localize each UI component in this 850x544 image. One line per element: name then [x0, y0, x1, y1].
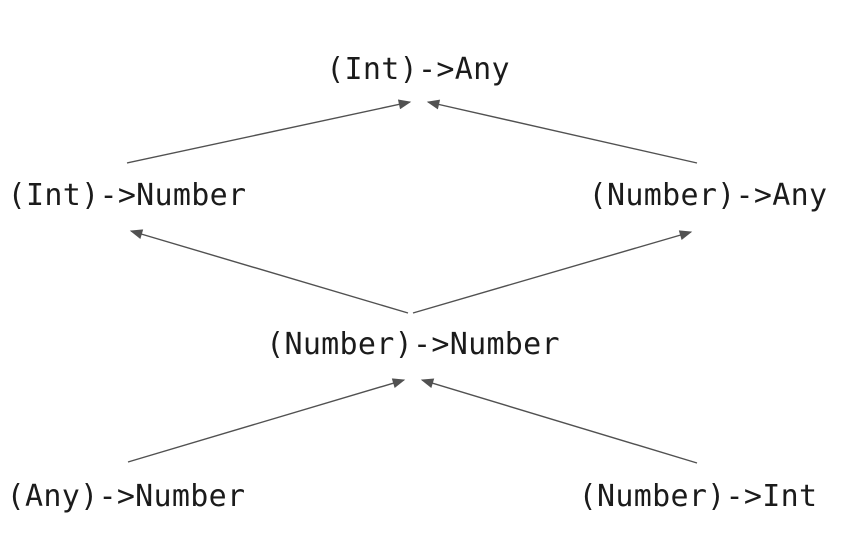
node-number-any: (Number)->Any: [588, 178, 828, 213]
node-any-number: (Any)->Number: [6, 479, 246, 514]
edge-int-number-to-int-any: [126, 99, 412, 164]
edge-number-number-to-number-any: [412, 230, 693, 314]
node-number-int: (Number)->Int: [578, 479, 818, 514]
node-int-any: (Int)->Any: [326, 52, 510, 87]
node-number-number: (Number)->Number: [266, 327, 560, 362]
edge-any-number-to-number-number: [127, 378, 406, 463]
node-int-number: (Int)->Number: [7, 178, 247, 213]
edge-number-number-to-int-number: [129, 229, 409, 314]
edge-number-any-to-int-any: [426, 99, 698, 164]
edge-number-int-to-number-number: [420, 378, 698, 464]
